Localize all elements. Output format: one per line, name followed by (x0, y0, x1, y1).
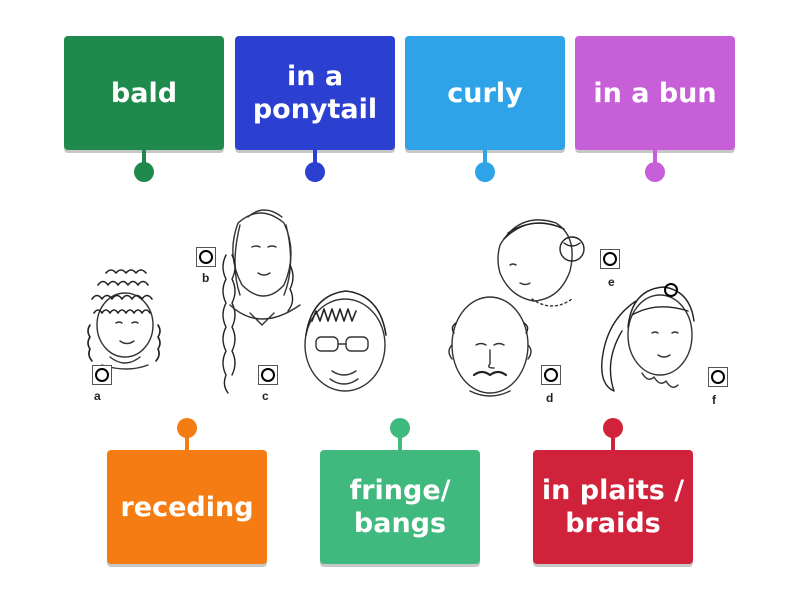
drag-handle-in-a-bun[interactable] (645, 162, 665, 182)
connector-stem (142, 150, 146, 164)
face-bald (448, 296, 532, 397)
label-card-in-plaits-braids[interactable]: in plaits / braids (533, 450, 693, 564)
drag-handle-fringe-bangs[interactable] (390, 418, 410, 438)
faces-drawing (87, 209, 695, 397)
label-card-text: fringe/ bangs (349, 475, 451, 539)
drag-handle-in-a-ponytail[interactable] (305, 162, 325, 182)
label-card-text: receding (120, 491, 254, 523)
image-label-a: a (94, 389, 101, 403)
drag-handle-in-plaits-braids[interactable] (603, 418, 623, 438)
label-card-in-a-ponytail[interactable]: in a ponytail (235, 36, 395, 150)
connector-stem (398, 436, 402, 450)
image-label-b: b (202, 271, 210, 285)
connector-stem (483, 150, 487, 164)
face-fringe-glasses (304, 290, 387, 392)
face-plaits-braids (222, 209, 301, 394)
drop-target-d[interactable] (541, 365, 561, 385)
image-label-c: c (262, 389, 269, 403)
label-card-text: in a bun (593, 77, 717, 109)
image-label-d: d (546, 391, 554, 405)
label-card-text: curly (447, 77, 523, 109)
face-bun (497, 219, 585, 307)
label-card-fringe-bangs[interactable]: fringe/ bangs (320, 450, 480, 564)
drop-target-f[interactable] (708, 367, 728, 387)
drop-target-ponytail-top[interactable] (662, 281, 682, 301)
label-card-text: in a ponytail (252, 61, 378, 125)
label-card-receding[interactable]: receding (107, 450, 267, 564)
image-label-e: e (608, 275, 615, 289)
hairstyles-illustration: a b c d e f (80, 195, 740, 415)
drop-target-b[interactable] (196, 247, 216, 267)
label-card-text: in plaits / braids (541, 475, 685, 539)
label-card-bald[interactable]: bald (64, 36, 224, 150)
drop-target-a[interactable] (92, 365, 112, 385)
drop-target-e[interactable] (600, 249, 620, 269)
image-label-f: f (712, 393, 716, 407)
label-card-curly[interactable]: curly (405, 36, 565, 150)
drop-target-c[interactable] (258, 365, 278, 385)
drag-handle-curly[interactable] (475, 162, 495, 182)
connector-stem (611, 436, 615, 450)
face-ponytail (601, 286, 695, 392)
connector-stem (653, 150, 657, 164)
label-card-in-a-bun[interactable]: in a bun (575, 36, 735, 150)
connector-stem (313, 150, 317, 164)
face-curly-hair (87, 269, 161, 370)
drag-handle-receding[interactable] (177, 418, 197, 438)
label-card-text: bald (110, 77, 178, 109)
connector-stem (185, 436, 189, 450)
drag-handle-bald[interactable] (134, 162, 154, 182)
